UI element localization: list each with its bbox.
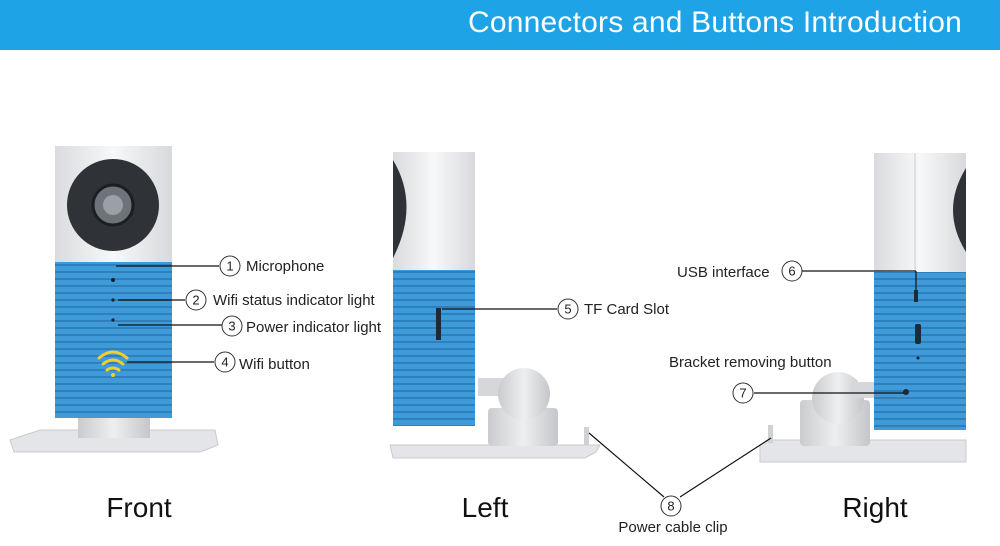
front-blue-body [55,262,172,418]
callout-5: 5 TF Card Slot [557,298,670,320]
svg-text:1: 1 [226,259,233,274]
svg-text:USB interface: USB interface [677,264,770,281]
right-camera [759,153,967,463]
wifi-status-light [111,298,115,302]
callout-3: 3 Power indicator light [221,315,382,337]
left-blue-body [393,270,475,426]
front-lens-glass [103,195,123,215]
callout-1: 1 Microphone [219,255,324,277]
left-stand-foot [488,408,558,446]
svg-text:7: 7 [739,386,746,401]
power-light [111,318,115,322]
svg-text:6: 6 [788,264,795,279]
front-base [9,429,219,453]
svg-text:Bracket removing button: Bracket removing button [669,354,832,371]
tf-card-slot [436,308,441,340]
bracket-remove-button [903,389,909,395]
header-bar: Connectors and Buttons Introduction [0,0,1000,50]
view-label-front: Front [106,492,172,523]
microphone-hole [111,278,115,282]
callout-2: 2 Wifi status indicator light [185,289,376,311]
svg-text:TF Card Slot: TF Card Slot [584,301,670,318]
svg-text:8: 8 [667,499,674,514]
left-lens-edge [393,160,407,258]
right-port [915,324,921,344]
left-camera [389,152,601,459]
svg-text:3: 3 [228,319,235,334]
view-label-left: Left [462,492,509,523]
right-dot [916,356,920,360]
left-base [389,444,601,459]
callout-8: 8 Power cable clip [618,495,728,536]
page-title: Connectors and Buttons Introduction [468,6,962,39]
svg-text:Wifi button: Wifi button [239,356,310,373]
usb-interface [914,290,918,302]
view-label-right: Right [842,492,908,523]
svg-text:Power cable clip: Power cable clip [618,519,727,536]
right-stand-ball [812,372,864,424]
right-clip [768,425,773,443]
svg-text:5: 5 [564,302,571,317]
svg-text:Wifi status indicator light: Wifi status indicator light [213,292,376,309]
svg-text:Power indicator light: Power indicator light [246,319,382,336]
left-clip [584,427,589,445]
svg-text:Microphone: Microphone [246,258,324,275]
right-shell [874,153,966,273]
left-shell [393,152,475,272]
left-stand-ball [498,368,550,420]
right-blue-body [874,272,966,430]
wifi-button-icon [97,350,129,377]
callout-6: USB interface 6 [677,260,803,282]
front-camera [9,146,219,453]
svg-text:4: 4 [221,355,228,370]
right-arm [852,382,878,398]
callout-7: Bracket removing button 7 [669,354,832,404]
svg-text:2: 2 [192,293,199,308]
callout-4: 4 Wifi button [214,351,310,373]
right-lens-edge [953,168,966,252]
